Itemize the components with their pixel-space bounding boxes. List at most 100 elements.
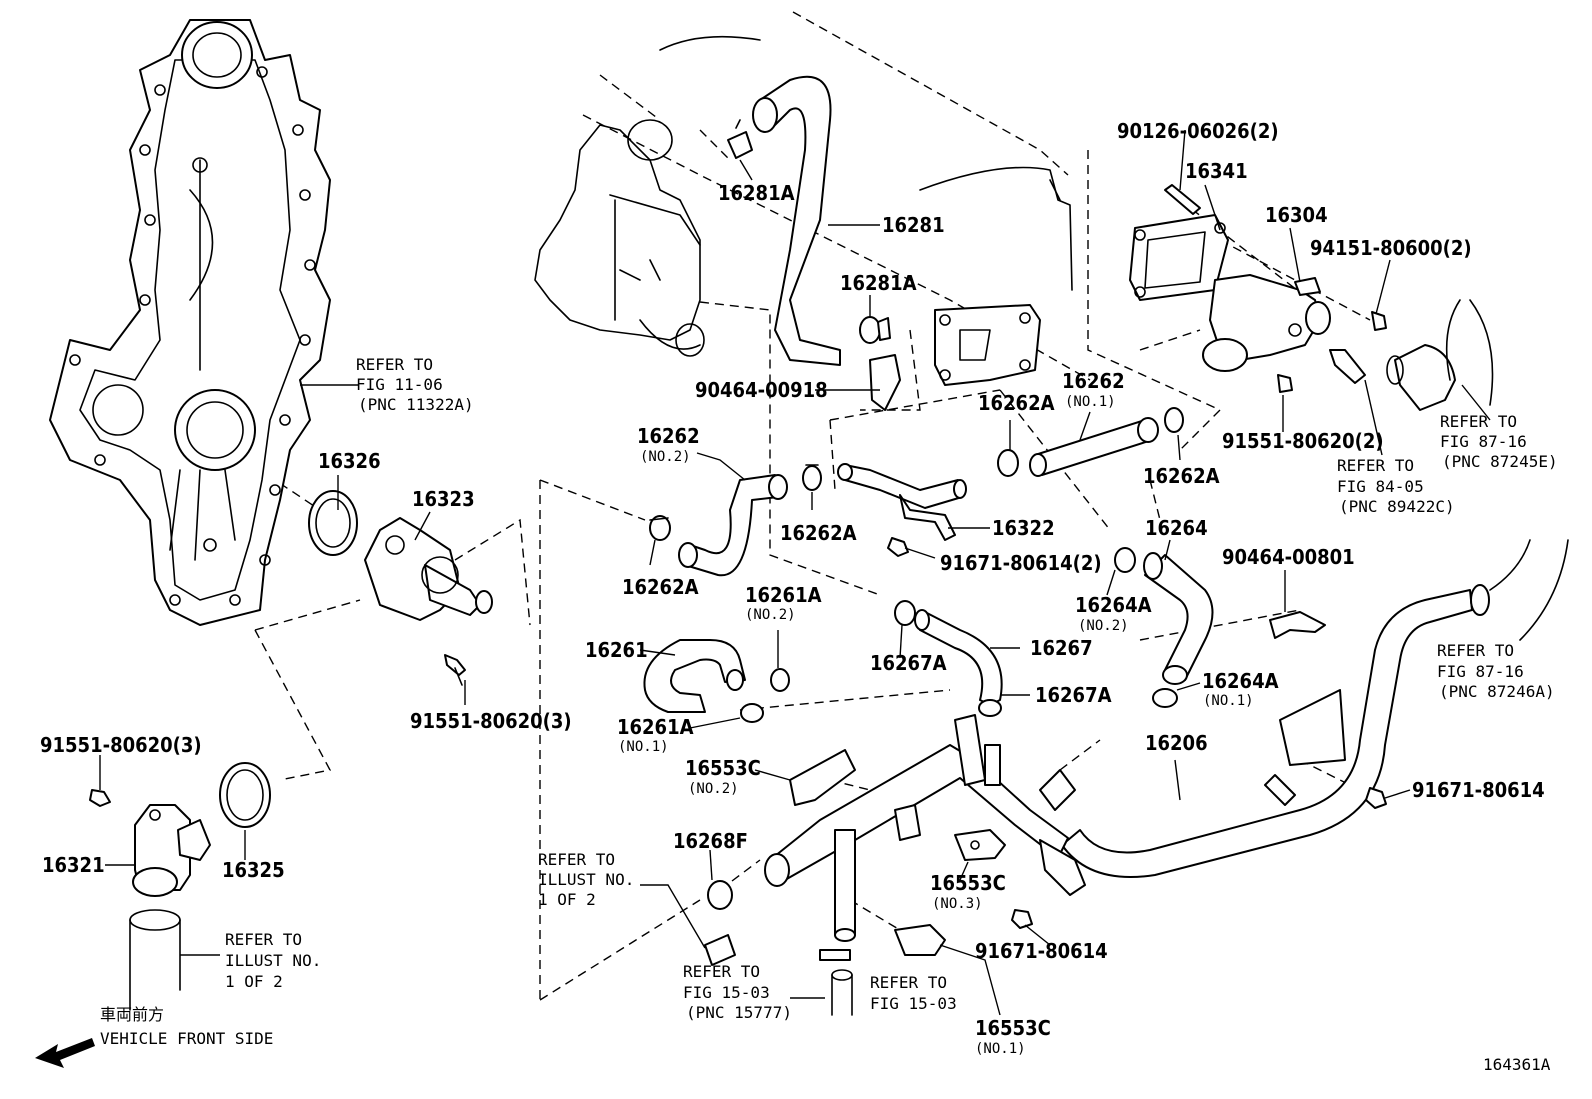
label-91671-80614-b: 91671-80614 (975, 939, 1108, 963)
bolt-91671-80614-a (1365, 787, 1387, 809)
bolt-91671-80614-b (1011, 909, 1033, 929)
label-16264: 16264 (1145, 516, 1208, 540)
label-16261A-no2: 16261A (745, 583, 822, 607)
ref-illust-mid-line1: REFER TO (538, 850, 615, 869)
throttle-body-sketch (534, 119, 705, 357)
hose-16264 (1143, 552, 1214, 685)
hose-ref-left (129, 909, 181, 1011)
front-note-en: VEHICLE FRONT SIDE (100, 1029, 273, 1048)
label-16267A-a: 16267A (870, 651, 947, 675)
water-inlet-16323 (364, 517, 493, 621)
ref-fig-15-03-a-line2: FIG 15-03 (683, 983, 770, 1002)
figure-id: 164361A (1483, 1055, 1551, 1074)
clamp-16281A-mid (859, 316, 891, 344)
gasket-16325 (219, 762, 271, 828)
label-16262A-a: 16262A (978, 391, 1055, 415)
ref-fig-11-06-line1: REFER TO (356, 355, 433, 374)
bolt-91671-80614-2 (887, 537, 909, 557)
sub-16553C-no2: (NO.2) (688, 781, 739, 797)
hose-ref-right (1489, 539, 1569, 641)
o-ring-16268F (707, 880, 733, 910)
label-16261A-no1: 16261A (617, 715, 694, 739)
label-16262A-c: 16262A (780, 521, 857, 545)
label-91551-80620-3-a: 91551-80620(3) (410, 709, 572, 733)
pipe-16322 (837, 463, 967, 541)
label-16553C-no2: 16553C (685, 756, 761, 780)
sub-16262-no1: (NO.1) (1065, 394, 1116, 410)
ref-illust-left-line2: ILLUST NO. (225, 951, 321, 970)
timing-chain-cover (49, 19, 331, 626)
label-16281A-top: 16281A (718, 181, 795, 205)
refer-notes: REFER TO FIG 11-06 (PNC 11322A) REFER TO… (225, 355, 1558, 1022)
sub-labels: (NO.2) (NO.1) (NO.2) (NO.1) (NO.2) (NO.1… (618, 394, 1254, 1057)
ref-fig-11-06-line2: FIG 11-06 (356, 375, 443, 394)
hose-16262-no1 (1029, 417, 1159, 477)
clamp-16262A-a (997, 449, 1019, 477)
label-16304: 16304 (1265, 203, 1328, 227)
ref-fig-84-05-line1: REFER TO (1337, 456, 1414, 475)
clamp-16267A-b (978, 699, 1002, 717)
ref-fig-84-05-line3: (PNC 89422C) (1339, 497, 1455, 516)
footer-notes: 車両前方 VEHICLE FRONT SIDE 164361A (100, 1005, 1551, 1074)
part-labels: 16326 16323 91551-80620(3) 91551-80620(3… (40, 119, 1545, 1040)
hose-ref-87245E (1386, 299, 1494, 411)
label-94151-80600-2: 94151-80600(2) (1310, 236, 1472, 260)
sub-16264A-no1: (NO.1) (1203, 693, 1254, 709)
ref-fig-87-16-a-line3: (PNC 87246A) (1439, 682, 1555, 701)
water-outlet-16321 (89, 789, 211, 897)
bolt-91551-80620-2 (1277, 374, 1293, 393)
clamp-16261A-no1 (740, 703, 764, 723)
sub-16553C-no1: (NO.1) (975, 1041, 1026, 1057)
label-16281: 16281 (882, 213, 945, 237)
hose-16262-no2 (678, 474, 788, 577)
sub-16261A-no2: (NO.2) (745, 607, 796, 623)
ref-illust-mid-line2: ILLUST NO. (538, 870, 634, 889)
clamp-16264A-no1 (1152, 688, 1178, 708)
front-arrow-icon (35, 1038, 95, 1068)
label-90464-00918: 90464-00918 (695, 378, 828, 402)
hose-16281 (752, 75, 841, 366)
sensor-ref-8405 (1329, 349, 1366, 384)
ref-illust-mid-line3: 1 OF 2 (538, 890, 596, 909)
water-bypass-pipe (764, 714, 1086, 942)
ref-fig-15-03-b-line2: FIG 15-03 (870, 994, 957, 1013)
ref-fig-87-16-e-line2: FIG 87-16 (1440, 432, 1527, 451)
ref-fig-87-16-a-line1: REFER TO (1437, 641, 1514, 660)
label-16323: 16323 (412, 487, 475, 511)
sub-16553C-no3: (NO.3) (932, 896, 983, 912)
label-16322: 16322 (992, 516, 1055, 540)
heat-insulator-16553C-no2 (789, 749, 856, 806)
clamp-16262A-b (1164, 407, 1184, 433)
water-pipe-16206 (1061, 584, 1490, 878)
clamp-16261A-no2 (770, 668, 790, 692)
label-16206: 16206 (1145, 731, 1208, 755)
ref-illust-left-line1: REFER TO (225, 930, 302, 949)
hose-ref-1503 (704, 934, 736, 966)
ref-fig-15-03-a-line1: REFER TO (683, 962, 760, 981)
label-16268F: 16268F (673, 829, 748, 853)
label-16341: 16341 (1185, 159, 1248, 183)
label-16267: 16267 (1030, 636, 1093, 660)
leader-lines (99, 129, 1491, 1016)
clamp-16553C-no3 (954, 829, 1006, 861)
sub-16261A-no1: (NO.1) (618, 739, 669, 755)
bracket-90464-00918 (869, 354, 901, 411)
plug-94151-80600 (1371, 311, 1387, 331)
label-16261: 16261 (585, 638, 648, 662)
label-91551-80620-2: 91551-80620(2) (1222, 429, 1384, 453)
ref-fig-15-03-a-line3: (PNC 15777) (686, 1003, 792, 1022)
label-16262A-b: 16262A (1143, 464, 1220, 488)
hose-ref-center (819, 949, 853, 1016)
ref-illust-left-line3: 1 OF 2 (225, 972, 283, 991)
ref-fig-15-03-b-line1: REFER TO (870, 973, 947, 992)
label-91671-80614-2: 91671-80614(2) (940, 551, 1102, 575)
clamp-16267A-a (894, 600, 916, 626)
clamp-16281A-top (727, 119, 753, 159)
water-outlet-16304 (1202, 274, 1331, 372)
label-16325: 16325 (222, 858, 285, 882)
ref-fig-87-16-a-line2: FIG 87-16 (1437, 662, 1524, 681)
sub-16264A-no2: (NO.2) (1078, 618, 1129, 634)
sub-16262-no2: (NO.2) (640, 449, 691, 465)
bolt-91551-80620-a (444, 654, 466, 686)
label-90126-06026-2: 90126-06026(2) (1117, 119, 1279, 143)
